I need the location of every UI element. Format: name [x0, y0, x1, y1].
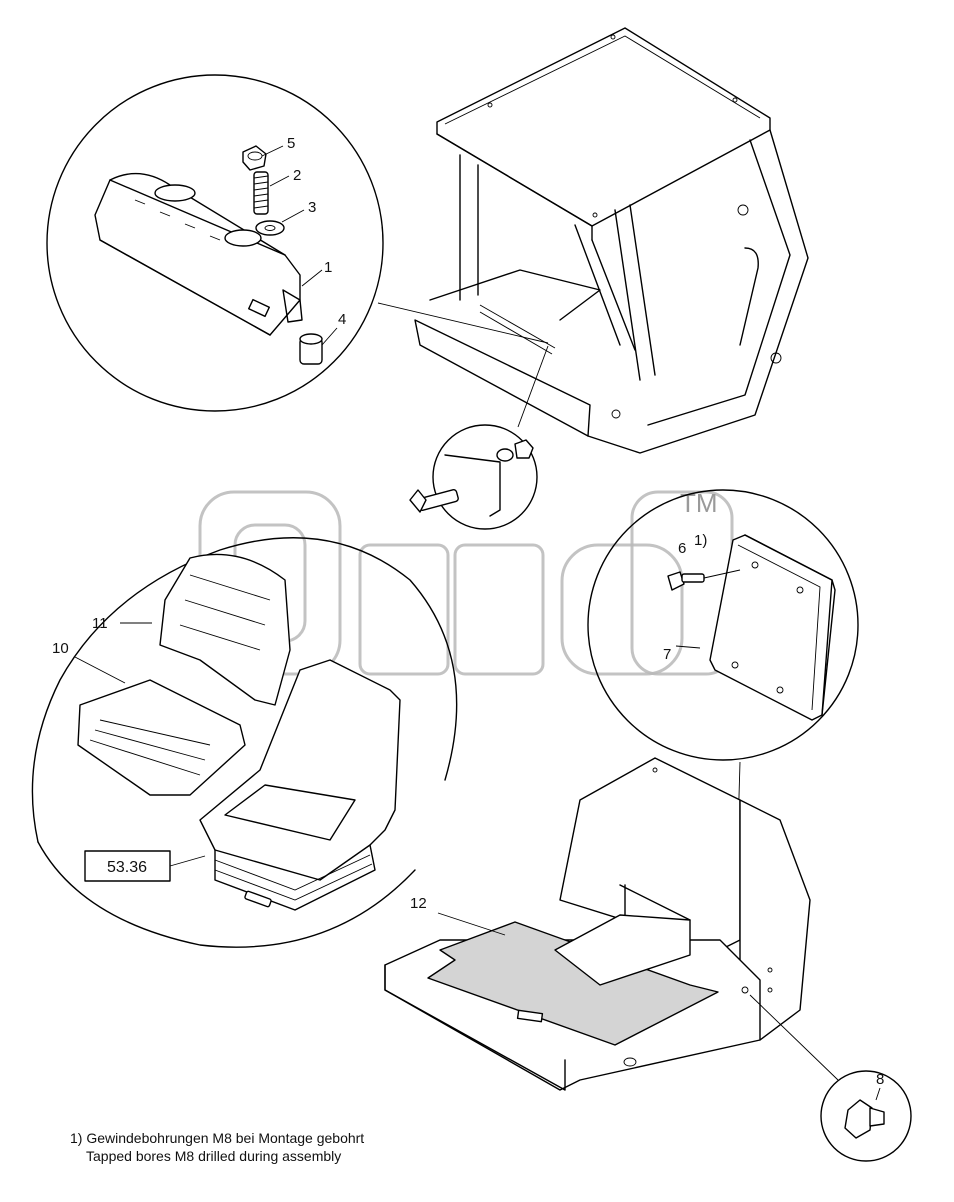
callout-5: 5 — [287, 135, 295, 152]
callout-3: 3 — [308, 199, 316, 216]
callout-7: 7 — [663, 646, 671, 663]
detail-circle-panel — [587, 489, 859, 936]
callout-2: 2 — [293, 167, 301, 184]
callout-12: 12 — [410, 895, 427, 912]
callout-6: 6 — [678, 540, 686, 557]
detail-circle-accumulator — [46, 74, 549, 412]
cab-base-platform — [384, 757, 839, 1091]
trademark-mark: TM — [680, 488, 718, 518]
footnote-german: 1) Gewindebohrungen M8 bei Montage geboh… — [70, 1130, 365, 1146]
cab-frame — [414, 27, 809, 454]
detail-circle-plug — [820, 1070, 912, 1162]
callout-6-footnote-ref: 1) — [694, 532, 707, 549]
callout-11: 11 — [92, 615, 108, 632]
callout-8: 8 — [876, 1071, 884, 1088]
callout-1: 1 — [324, 259, 332, 276]
reference-number-box: 53.36 — [107, 859, 147, 876]
callout-4: 4 — [338, 311, 346, 328]
detail-circle-bolt — [409, 345, 549, 530]
footnote-english: Tapped bores M8 drilled during assembly — [86, 1148, 342, 1164]
detail-circle-seat — [31, 537, 458, 948]
callout-10: 10 — [52, 640, 69, 657]
